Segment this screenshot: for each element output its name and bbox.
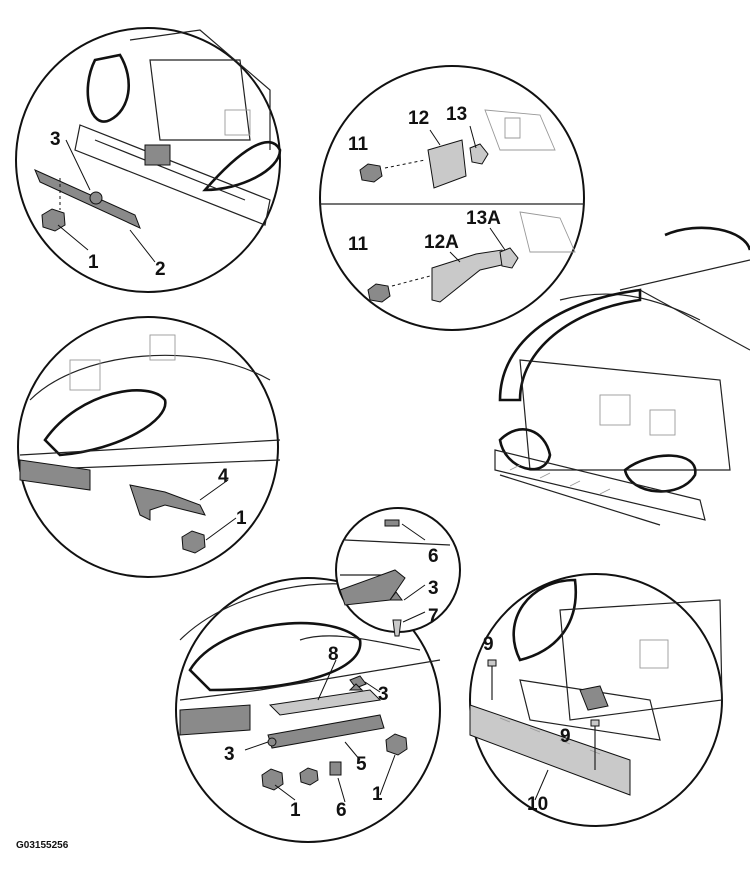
callout-2: 2 <box>155 259 166 280</box>
callout-11: 11 <box>348 134 369 155</box>
callout-6: 6 <box>428 546 439 567</box>
detail-view-bumper-beam: 9 9 10 <box>469 573 723 827</box>
callout-6: 6 <box>336 800 347 821</box>
callout-3: 3 <box>378 684 389 705</box>
detail-view-bumper-reinforcement: 8 3 3 5 1 6 1 <box>175 577 441 843</box>
vehicle-front-overview <box>494 226 750 526</box>
callout-9: 9 <box>483 634 494 655</box>
figure-code: G03155256 <box>16 840 69 851</box>
callout-1: 1 <box>236 508 247 529</box>
callout-3: 3 <box>428 578 439 599</box>
callout-13a: 13A <box>466 208 501 229</box>
callout-12: 12 <box>408 108 429 129</box>
detail-view-side-bracket: 4 1 <box>17 316 281 578</box>
callout-12a: 12A <box>424 232 459 253</box>
callout-8: 8 <box>328 644 339 665</box>
detail-view-bumper-bracket: 3 1 2 <box>15 27 282 293</box>
callout-4: 4 <box>218 466 229 487</box>
detail-view-crash-box: 11 12 13 11 12A 13A <box>319 65 585 331</box>
callout-13: 13 <box>446 104 467 125</box>
callout-9: 9 <box>560 726 571 747</box>
callout-10: 10 <box>527 794 548 815</box>
callout-1: 1 <box>290 800 301 821</box>
callout-3: 3 <box>50 129 61 150</box>
callout-1: 1 <box>372 784 383 805</box>
detail-view-fastener-inset: 6 3 7 <box>335 507 461 637</box>
callout-11: 11 <box>348 234 369 255</box>
callout-3: 3 <box>224 744 235 765</box>
callout-5: 5 <box>356 754 367 775</box>
callout-7: 7 <box>428 606 439 627</box>
callout-1: 1 <box>88 252 99 273</box>
